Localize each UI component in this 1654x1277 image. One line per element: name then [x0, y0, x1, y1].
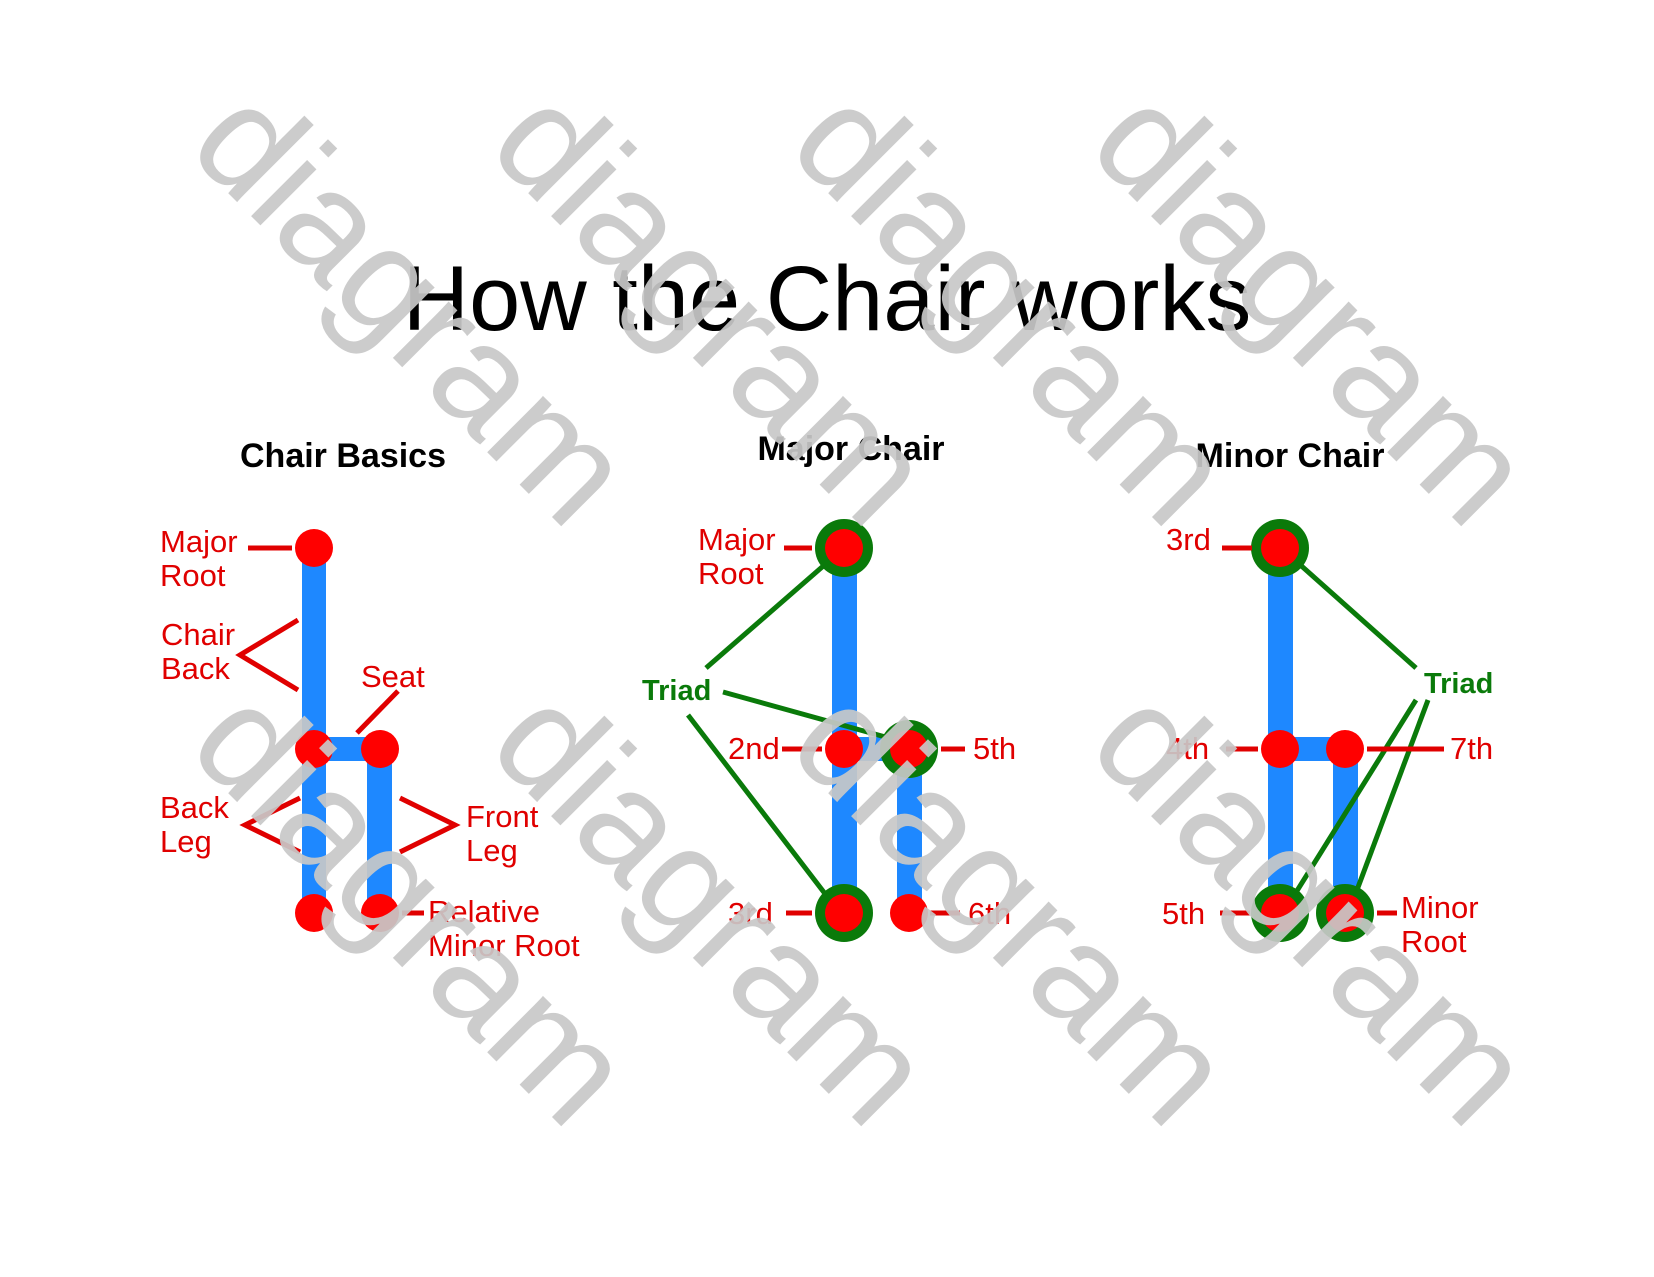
label-back-leg: Back Leg — [160, 790, 238, 859]
label-sixth: 6th — [968, 896, 1011, 931]
label-major-root: Major Root — [698, 522, 784, 591]
note-dot-sixth — [890, 894, 928, 932]
note-dot-third — [825, 894, 863, 932]
note-dot-relative-minor-root — [361, 894, 399, 932]
note-dot-major-root — [825, 529, 863, 567]
panel-chair-basics: Chair Basics Major Root — [160, 437, 580, 963]
page-title: How the Chair works — [403, 248, 1252, 350]
triad-line-minor-root — [1354, 699, 1431, 891]
note-dot-minor-root — [1326, 894, 1364, 932]
bracket-back-leg — [239, 795, 302, 855]
note-dot-seventh — [1326, 730, 1364, 768]
triad-line-fifth — [722, 689, 890, 741]
label-second: 2nd — [728, 731, 780, 766]
label-fifth: 5th — [973, 731, 1016, 766]
leader-seat — [355, 689, 400, 735]
label-seat: Seat — [361, 659, 425, 694]
label-minor-root: Minor Root — [1401, 890, 1487, 959]
label-major-root: Major Root — [160, 524, 246, 593]
label-seventh: 7th — [1450, 731, 1493, 766]
note-dot-seat-back — [295, 730, 333, 768]
note-dot-seat-front — [361, 730, 399, 768]
heading-major-chair: Major Chair — [757, 430, 944, 468]
heading-minor-chair: Minor Chair — [1196, 437, 1385, 475]
note-dot-fifth — [890, 730, 928, 768]
heading-chair-basics: Chair Basics — [240, 437, 446, 475]
note-dot-second — [825, 730, 863, 768]
bracket-front-leg — [398, 795, 461, 855]
label-relative-minor-root: Relative Minor Root — [428, 894, 580, 963]
note-dot-fifth — [1261, 894, 1299, 932]
triad-line-third — [1295, 560, 1418, 670]
note-dot-third — [1261, 529, 1299, 567]
bracket-chair-back — [235, 617, 300, 693]
label-triad: Triad — [1424, 668, 1493, 700]
label-fifth: 5th — [1162, 896, 1205, 931]
note-dot-back-leg-foot — [295, 894, 333, 932]
label-third: 3rd — [1166, 522, 1211, 557]
triad-line-fifth — [1292, 698, 1419, 896]
watermark-layer: diagram diagram diagram diagram diagram … — [162, 54, 1564, 1156]
note-dot-major-root — [295, 529, 333, 567]
label-chair-back: Chair Back — [161, 617, 244, 686]
panel-major-chair: Major Chair — [642, 430, 1016, 942]
label-front-leg: Front Leg — [466, 799, 547, 868]
label-triad: Triad — [642, 675, 711, 707]
panel-minor-chair: Minor Chair — [1162, 437, 1493, 959]
note-dot-fourth — [1261, 730, 1299, 768]
label-fourth: 4th — [1166, 731, 1209, 766]
label-third: 3rd — [728, 896, 773, 931]
triad-line-third — [686, 713, 828, 897]
triad-line-root — [704, 559, 831, 670]
